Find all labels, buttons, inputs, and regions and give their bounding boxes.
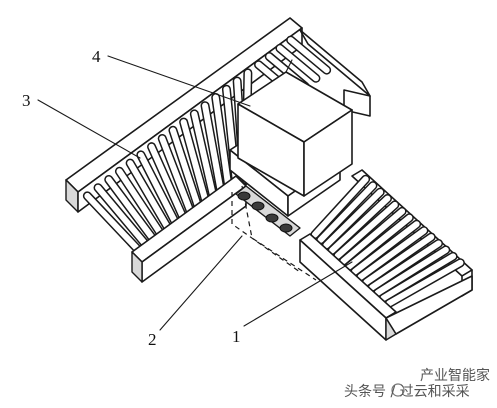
branch-roller-highlight xyxy=(351,221,420,275)
branch-roller-highlight xyxy=(317,182,376,243)
branch-conveyor-rollers xyxy=(310,174,465,308)
main-roller-highlight xyxy=(148,143,189,226)
main-roller-highlight xyxy=(137,151,182,231)
leader-line-3 xyxy=(37,99,141,159)
sprocket xyxy=(279,223,293,233)
branch-roller-highlight xyxy=(334,201,398,259)
branch-roller-highlight xyxy=(380,253,457,302)
callouts: 4 3 2 1 xyxy=(22,47,353,349)
sprocket xyxy=(237,191,251,201)
lift-frame-dashed-inner xyxy=(241,185,317,281)
watermark-overlay-text: 产业智能家 xyxy=(420,367,490,384)
sprocket xyxy=(251,201,265,211)
branch-roller-highlight xyxy=(340,208,406,265)
branch-roller-highlight xyxy=(374,246,449,296)
branch-roller-highlight xyxy=(369,240,442,291)
branch-roller-highlight xyxy=(363,234,435,286)
label-2: 2 xyxy=(148,330,157,349)
leader-line-4 xyxy=(107,55,251,107)
main-roller-highlight xyxy=(95,184,152,252)
watermark-logo-icon xyxy=(391,383,405,397)
branch-roller-highlight xyxy=(311,176,369,238)
main-roller-highlight xyxy=(84,192,145,257)
watermark-text: 头条号 / 过云和采采 xyxy=(344,383,470,400)
main-roller-highlight xyxy=(180,119,211,211)
main-roller-highlight xyxy=(105,176,160,247)
branch-roller-highlight xyxy=(386,259,464,307)
main-roller-highlight xyxy=(276,45,319,82)
main-roller-highlight xyxy=(191,110,218,206)
main-roller-highlight xyxy=(212,94,233,195)
leader-line-2 xyxy=(159,235,243,331)
main-roller-highlight xyxy=(202,102,225,201)
watermark: 产业智能家 头条号 / 过云和采采 xyxy=(344,367,490,400)
branch-roller-highlight xyxy=(329,195,391,254)
main-roller-highlight xyxy=(127,160,174,236)
leader-line-1 xyxy=(243,261,353,327)
branch-roller-highlight xyxy=(346,214,413,270)
branch-roller-highlight xyxy=(323,189,384,249)
label-3: 3 xyxy=(22,91,31,110)
branch-conveyor-end xyxy=(385,275,473,335)
transfer-sprockets xyxy=(237,191,293,233)
branch-roller-conveyor xyxy=(299,169,473,341)
main-roller-highlight xyxy=(169,127,203,216)
main-conveyor-front-rail-end xyxy=(131,251,143,283)
cargo-box-side xyxy=(303,109,353,197)
lift-frame-dashed-outline xyxy=(231,192,301,273)
sprocket xyxy=(265,213,279,223)
main-roller-highlight xyxy=(116,168,167,242)
label-4: 4 xyxy=(92,47,101,66)
main-roller-highlight xyxy=(159,135,196,221)
main-roller-highlight xyxy=(287,37,330,74)
cargo-box-edge xyxy=(285,59,293,73)
cargo-box xyxy=(237,59,353,197)
label-1: 1 xyxy=(232,327,241,346)
branch-roller-highlight xyxy=(357,227,427,280)
